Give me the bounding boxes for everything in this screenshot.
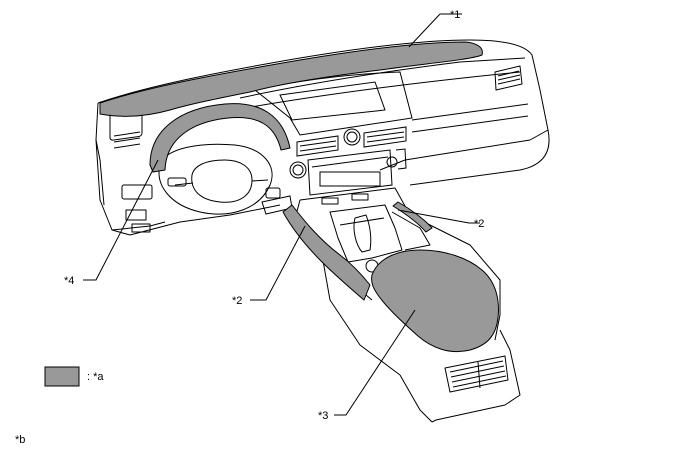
callout-3: *3	[318, 410, 328, 422]
callout-1: *1	[450, 9, 460, 21]
legend: : *a	[44, 366, 104, 387]
console-panel-left	[282, 204, 371, 301]
legend-text: : *a	[87, 371, 104, 383]
armrest	[371, 249, 499, 353]
console-panel-right	[392, 201, 433, 233]
center-stack	[253, 71, 413, 196]
leader-3	[334, 309, 416, 416]
leader-2-right	[397, 209, 480, 224]
dashboard-outline	[95, 39, 550, 236]
dashboard-top-cover	[99, 41, 483, 117]
callout-lines	[83, 13, 480, 416]
callout-2-left: *2	[232, 295, 242, 307]
meter-hood	[149, 103, 291, 173]
callout-4: *4	[64, 275, 74, 287]
leader-2-left	[250, 225, 306, 301]
legend-swatch	[44, 366, 80, 387]
footnote: *b	[15, 434, 25, 446]
callout-2-right: *2	[474, 218, 484, 230]
leader-4	[83, 159, 159, 281]
leader-1	[408, 13, 462, 48]
steering-wheel	[158, 143, 293, 215]
highlighted-parts	[99, 41, 499, 353]
